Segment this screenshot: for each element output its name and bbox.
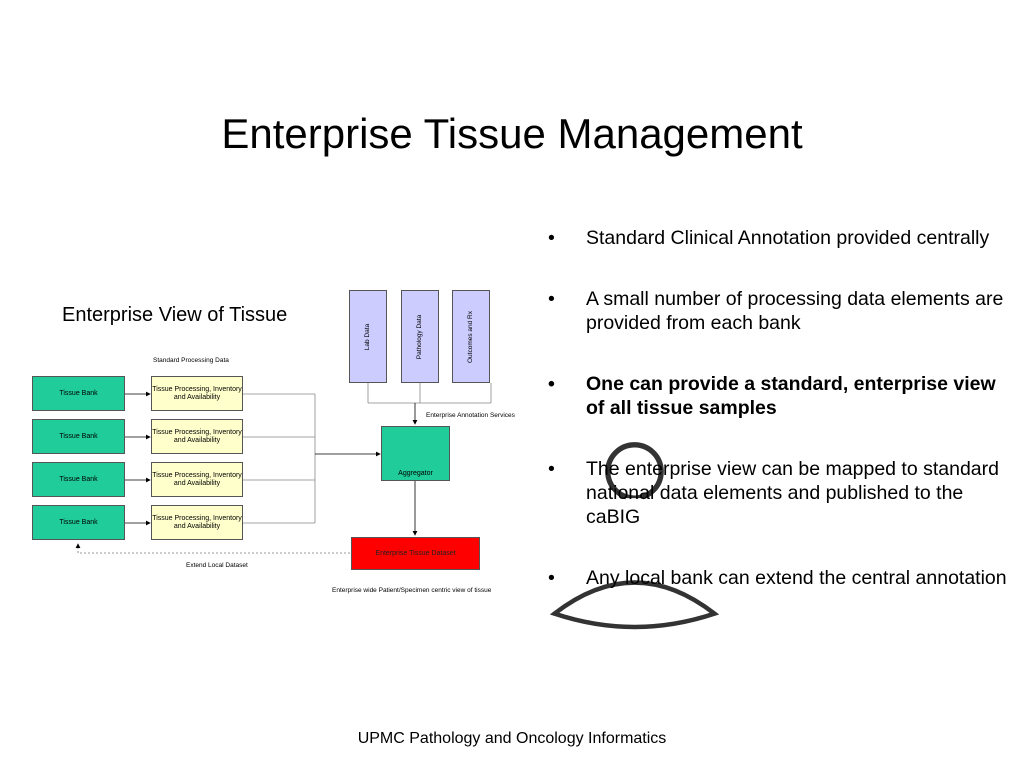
- enterprise-dataset-box: Enterprise Tissue Dataset: [351, 537, 480, 570]
- slide-title: Enterprise Tissue Management: [221, 110, 803, 157]
- bullet-text: A small number of processing data elemen…: [586, 288, 1004, 334]
- bullet-text: One can provide a standard, enterprise v…: [586, 373, 996, 419]
- bullet-item: •The enterprise view can be mapped to st…: [548, 458, 999, 528]
- tissue-bank-box: Tissue Bank: [32, 505, 125, 540]
- aggregator-label: Aggregator: [398, 470, 433, 477]
- connector-lines: [75, 383, 492, 554]
- bullet-item: •One can provide a standard, enterprise …: [548, 373, 996, 419]
- processing-box: Tissue Processing, Inventory and Availab…: [151, 419, 243, 454]
- bullet-item: •A small number of processing data eleme…: [548, 288, 1004, 334]
- tissue-bank-box: Tissue Bank: [32, 419, 125, 454]
- bullet-text: The enterprise view can be mapped to sta…: [586, 458, 999, 528]
- aggregator-box: Aggregator: [381, 426, 727, 731]
- ballerina-icon: [542, 442, 727, 731]
- source-label: Lab Data: [364, 323, 371, 350]
- source-box-pathology-data: Pathology Data: [401, 290, 439, 383]
- bullet-text: Any local bank can extend the central an…: [586, 567, 1007, 589]
- processing-box: Tissue Processing, Inventory and Availab…: [151, 505, 243, 540]
- diagram-caption: Enterprise View of Tissue: [62, 304, 288, 326]
- processing-box: Tissue Processing, Inventory and Availab…: [151, 462, 243, 497]
- bullet-text: Standard Clinical Annotation provided ce…: [586, 227, 990, 249]
- annotation-services-label: Enterprise Annotation Services: [426, 412, 515, 419]
- slide-footer: UPMC Pathology and Oncology Informatics: [357, 730, 667, 747]
- source-box-lab-data: Lab Data: [349, 290, 387, 383]
- source-label: Outcomes and Rx: [467, 310, 474, 363]
- standard-processing-label: Standard Processing Data: [153, 357, 229, 364]
- bullet-item: •Any local bank can extend the central a…: [548, 567, 1007, 589]
- processing-box: Tissue Processing, Inventory and Availab…: [151, 376, 243, 411]
- extend-local-label: Extend Local Dataset: [186, 562, 248, 569]
- tissue-flow-diagram: Standard Processing Data Tissue Bank Tis…: [28, 285, 727, 731]
- tissue-bank-box: Tissue Bank: [32, 376, 125, 411]
- extend-dashed-arrow: [75, 543, 350, 554]
- bullet-item: •Standard Clinical Annotation provided c…: [548, 227, 990, 249]
- tissue-bank-box: Tissue Bank: [32, 462, 125, 497]
- enterprise-view-label: Enterprise wide Patient/Specimen centric…: [332, 587, 492, 594]
- bullet-list: •Standard Clinical Annotation provided c…: [548, 226, 1016, 627]
- source-label: Pathology Data: [416, 314, 423, 359]
- source-box-outcomes: Outcomes and Rx: [452, 290, 490, 383]
